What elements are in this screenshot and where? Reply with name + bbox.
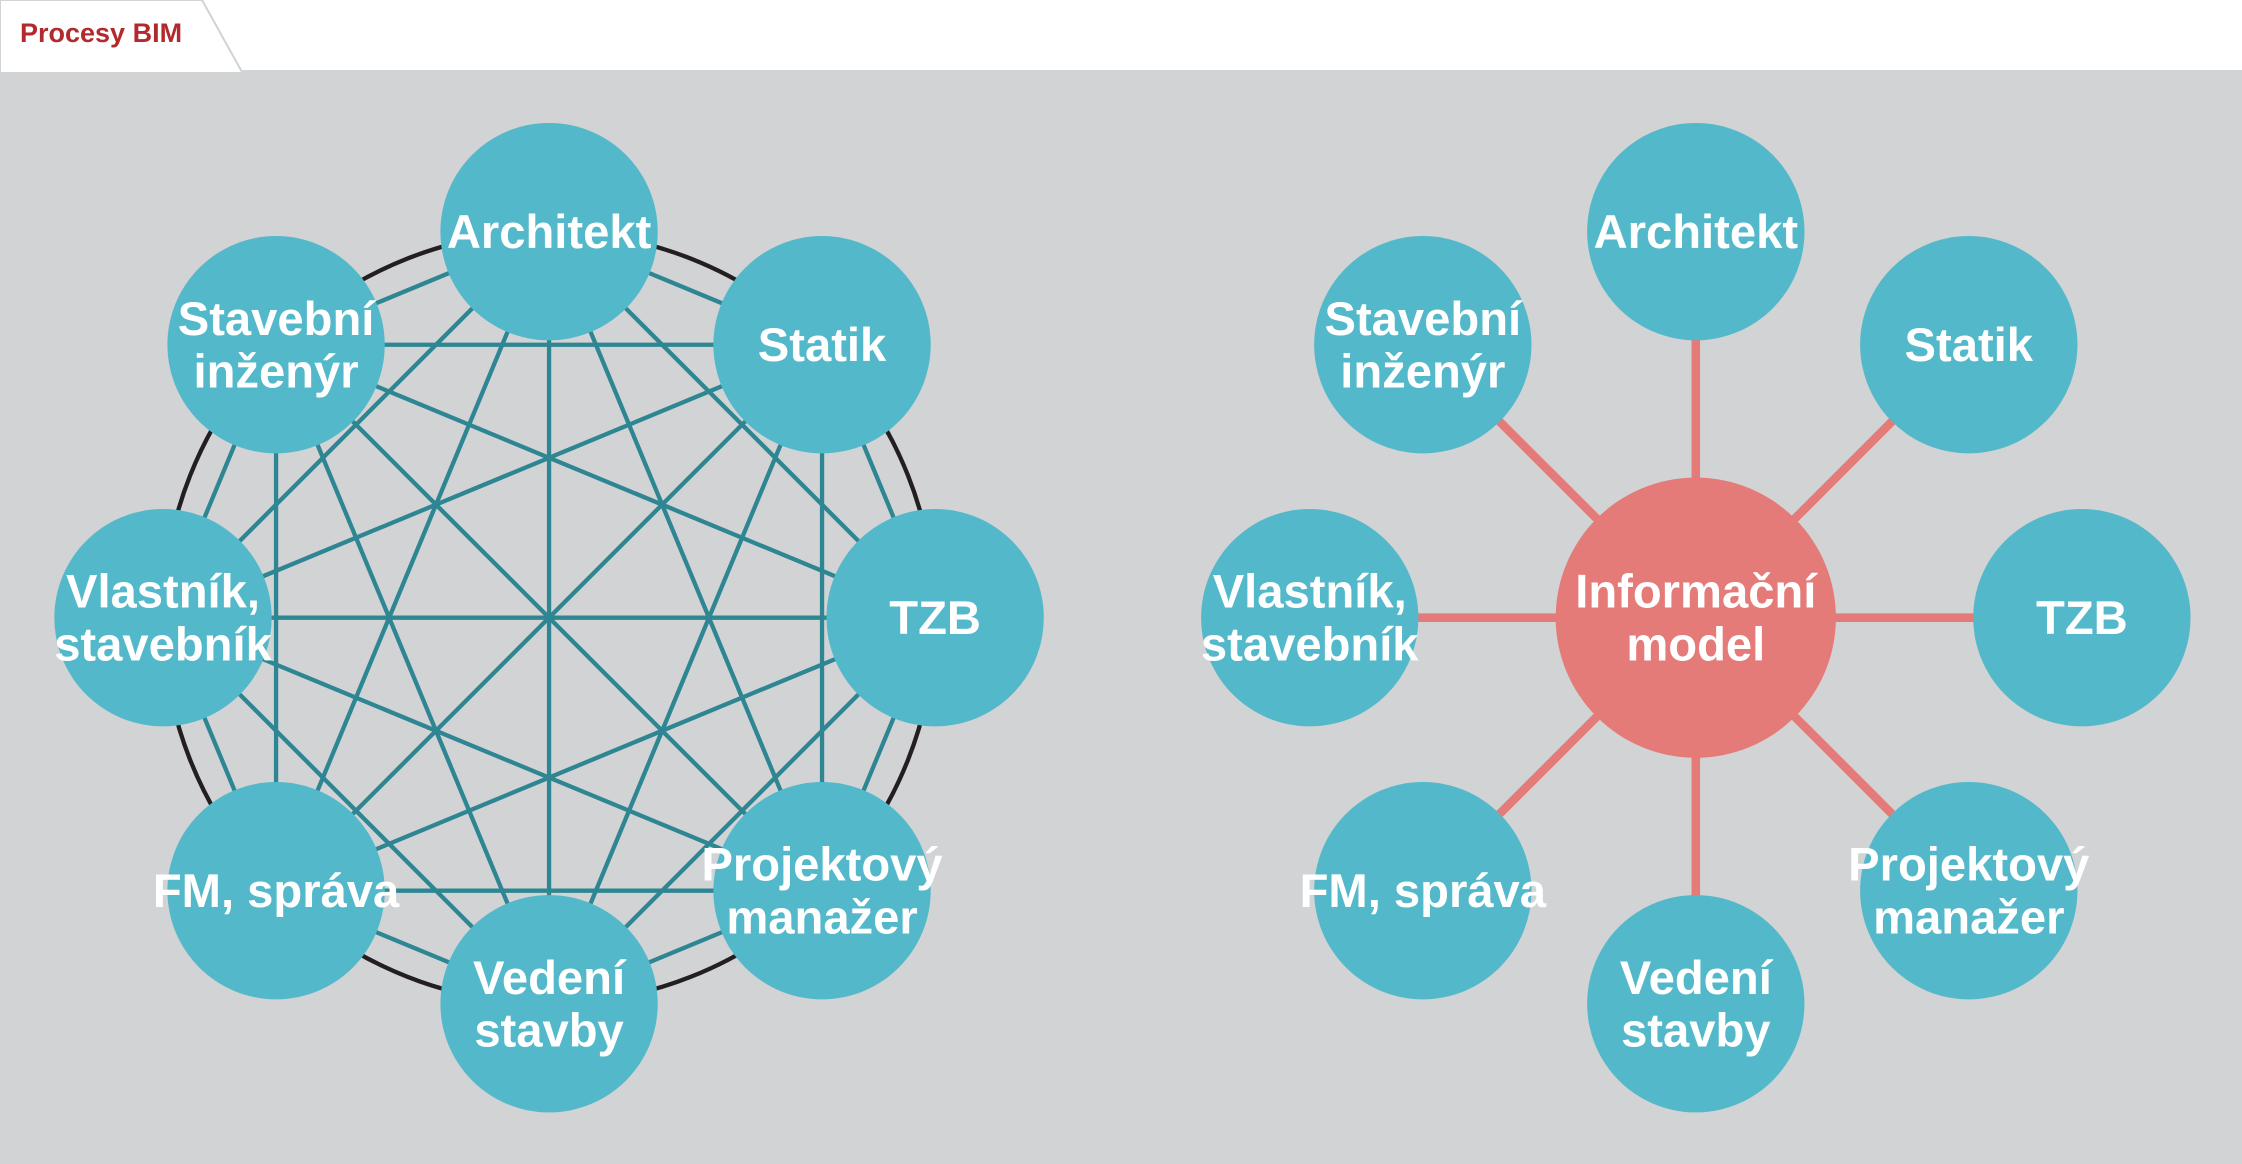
node-tzb: TZB [826,509,1044,727]
node-circle [826,509,1044,727]
node-circle [54,509,272,727]
tab-shape [0,0,2242,72]
node-circle [1587,122,1805,341]
node-fm-sprava: FM, správa [153,782,400,1000]
node-label: Vlastník, [1213,565,1407,618]
node-circle [440,122,658,341]
node-circle [1587,895,1805,1113]
node-circle [167,782,385,1000]
node-label: Projektový [1848,838,2089,891]
node-label: Stavební [178,292,377,345]
node-fm-sprava: FM, správa [1300,782,1547,1000]
node-circle [1973,509,2191,727]
node-label: manažer [726,891,917,944]
node-architekt: Architekt [1587,122,1805,341]
mesh-line [162,615,823,893]
node-label: TZB [889,591,981,644]
mesh-line [275,615,936,893]
node-circle [713,236,931,454]
node-label: TZB [2036,591,2128,644]
node-label: Statik [1905,318,2034,371]
node-label: Architekt [447,205,652,258]
node-tzb: TZB [1973,509,2191,727]
node-label: Architekt [1594,205,1799,258]
node-statik: Statik [1860,236,2078,454]
node-circle [1201,509,1419,727]
node-circle [1314,782,1532,1000]
node-label: manažer [1873,891,2064,944]
node-label: inženýr [193,345,358,398]
node-label: stavby [474,1004,623,1057]
node-architekt: Architekt [440,122,658,341]
node-label: Stavební [1325,292,1524,345]
mesh-line [275,342,936,620]
node-circle [1314,236,1532,454]
header-bar: Procesy BIM [0,0,2242,72]
mesh-line [162,342,823,620]
node-label: Vedení [473,951,627,1004]
node-circle [1860,782,2078,1000]
node-circle [713,782,931,1000]
node-vlastnik-stavebnik: Vlastník,stavebník [1201,509,1419,727]
node-label: inženýr [1340,345,1505,398]
node-circle [1860,236,2078,454]
left-network-diagram: ArchitektStatikTZBProjektovýmanažerVeden… [54,122,1044,1113]
node-label: Informační [1575,565,1818,618]
node-label: Projektový [701,838,942,891]
node-statik: Statik [713,236,931,454]
node-label: Vlastník, [66,565,260,618]
mesh-line [547,343,825,1005]
node-label: FM, správa [153,864,400,917]
mesh-line [274,230,552,892]
node-circle [440,895,658,1113]
mesh-line [274,343,824,893]
tab-procesy-bim[interactable]: Procesy BIM [20,18,183,48]
node-label: stavebník [54,618,272,671]
node-label: FM, správa [1300,864,1547,917]
node-label: Statik [758,318,887,371]
mesh-line [274,343,552,1005]
hub-circle [1555,477,1836,758]
node-label: Vedení [1620,951,1774,1004]
node-label: stavebník [1201,618,1419,671]
mesh-line [547,230,825,892]
node-label: model [1626,618,1765,671]
node-label: stavby [1621,1004,1770,1057]
node-circle [167,236,385,454]
node-vlastnik-stavebnik: Vlastník,stavebník [54,509,273,727]
